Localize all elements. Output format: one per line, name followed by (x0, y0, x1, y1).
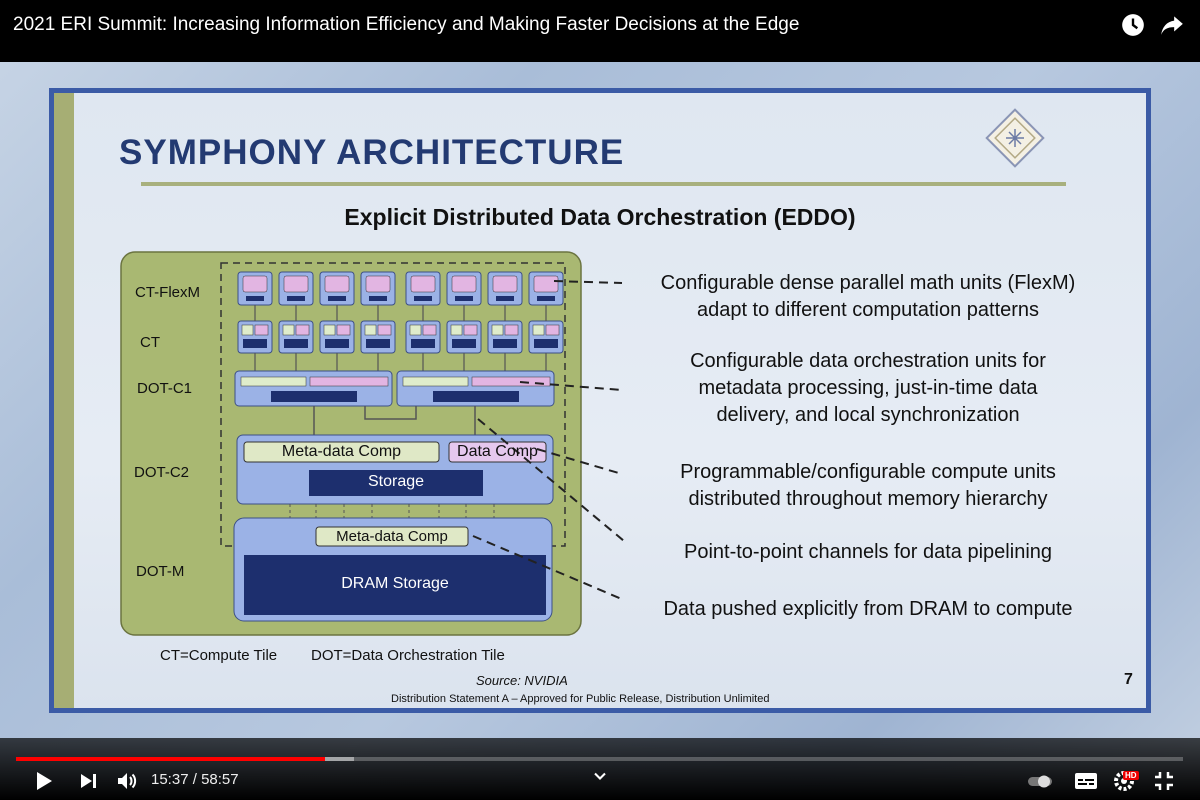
metadata-comp-m-label: Meta-data Comp (336, 528, 448, 545)
legend-dot: DOT=Data Orchestration Tile (311, 647, 505, 664)
volume-icon[interactable] (115, 769, 139, 793)
slide-left-bar (54, 93, 74, 708)
ct-flexm-tile (319, 271, 355, 306)
ct-flexm-tile (278, 271, 314, 306)
watch-later-icon[interactable] (1120, 12, 1146, 38)
slide-subtitle: Explicit Distributed Data Orchestration … (344, 204, 856, 230)
time-total: 58:57 (201, 771, 239, 788)
ct-flexm-tile (487, 271, 523, 306)
ct-tile (446, 320, 482, 354)
play-icon[interactable] (31, 769, 55, 793)
ct-flexm-tile (405, 271, 441, 306)
progress-bar[interactable] (16, 757, 1183, 761)
data-comp-label: Data Comp (457, 443, 538, 460)
ct-tile (360, 320, 396, 354)
time-current: 15:37 (151, 771, 189, 788)
ct-flexm-tile (446, 271, 482, 306)
source-label: Source: NVIDIA (476, 673, 568, 688)
ct-tile (487, 320, 523, 354)
video-top-bar: 2021 ERI Summit: Increasing Information … (0, 0, 1200, 62)
legend-ct: CT=Compute Tile (160, 647, 278, 664)
dram-storage-label: DRAM Storage (341, 575, 449, 592)
row-label-dot-c1: DOT-C1 (137, 380, 193, 397)
video-title[interactable]: 2021 ERI Summit: Increasing Information … (13, 14, 800, 35)
eddo-diagram (120, 251, 625, 636)
slide-title: SYMPHONY ARCHITECTURE (119, 133, 625, 172)
storage-label: Storage (367, 473, 425, 490)
next-icon[interactable] (76, 769, 100, 793)
slide: SYMPHONY ARCHITECTURE Explicit Distribut… (49, 88, 1151, 713)
annotation-dram: Data pushed explicitly from DRAM to comp… (663, 598, 1073, 620)
ct-tile (278, 320, 314, 354)
ct-tile (405, 320, 441, 354)
ct-flexm-tile (528, 271, 564, 306)
annotation-flexm: Configurable dense parallel math units (… (660, 272, 1076, 321)
eri-logo-icon (985, 108, 1045, 168)
time-separator: / (188, 771, 202, 788)
metadata-comp-label: Meta-data Comp (281, 443, 402, 460)
ct-tile (237, 320, 273, 354)
row-label-ct: CT (140, 334, 160, 351)
ct-tile (319, 320, 355, 354)
row-label-dot-m: DOT-M (136, 563, 185, 580)
player-controls (0, 738, 1200, 800)
slide-body: SYMPHONY ARCHITECTURE Explicit Distribut… (54, 93, 1146, 708)
autoplay-toggle-icon[interactable] (1026, 769, 1054, 793)
ct-tile (528, 320, 564, 354)
title-rule (141, 182, 1066, 186)
annotation-dot-units: Configurable data orchestration units fo… (690, 350, 1046, 426)
time-display: 15:37 / 58:57 (151, 771, 239, 788)
subtitles-icon[interactable] (1073, 769, 1099, 793)
hd-badge: HD (1123, 771, 1139, 780)
page-number: 7 (1124, 671, 1133, 688)
exit-fullscreen-icon[interactable] (1152, 769, 1176, 793)
distribution-statement: Distribution Statement A – Approved for … (391, 693, 770, 705)
row-label-dot-c2: DOT-C2 (134, 464, 190, 481)
chevron-down-icon[interactable] (590, 766, 610, 786)
ct-flexm-tile (237, 271, 273, 306)
ct-flexm-tile (360, 271, 396, 306)
share-icon[interactable] (1159, 12, 1185, 38)
row-label-ct-flexm: CT-FlexM (135, 284, 200, 301)
annotation-channels: Point-to-point channels for data pipelin… (683, 541, 1053, 563)
progress-played (16, 757, 326, 761)
